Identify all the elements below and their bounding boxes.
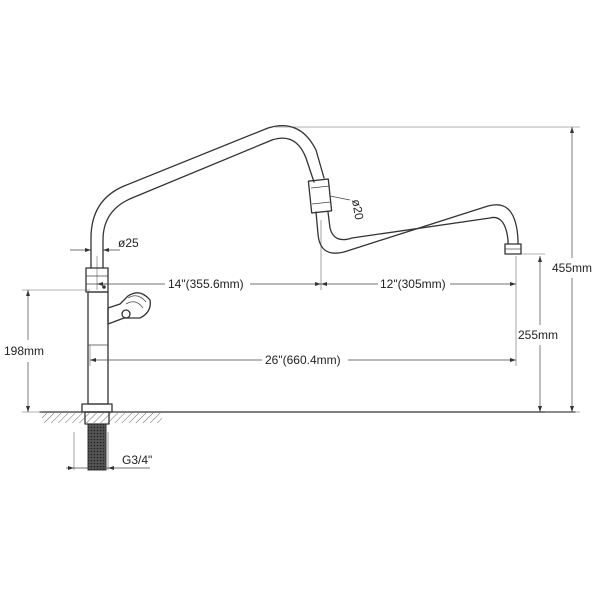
dim-body-height: 198mm — [4, 344, 44, 358]
dim-swivel-diameter: ø20 — [349, 198, 366, 221]
dim-total-reach: 26"(660.4mm) — [265, 353, 341, 367]
dim-second-arm-reach: 12"(305mm) — [380, 277, 446, 291]
mounting-surface — [39, 411, 576, 423]
dim-spout-outlet-height: 255mm — [518, 328, 558, 342]
faucet-body — [81, 267, 113, 471]
dim-total-height: 455mm — [552, 261, 592, 275]
first-swing-arm — [90, 124, 325, 269]
dimension-lines — [26, 127, 574, 470]
swivel-joint — [307, 178, 333, 214]
dim-spout-diameter: ø25 — [118, 236, 139, 250]
second-swing-arm — [315, 204, 522, 255]
dim-first-arm-reach: 14"(355.6mm) — [168, 277, 244, 291]
tap-handle — [107, 292, 151, 325]
dim-thread-size: G3/4" — [122, 453, 152, 467]
extension-lines — [22, 126, 580, 470]
